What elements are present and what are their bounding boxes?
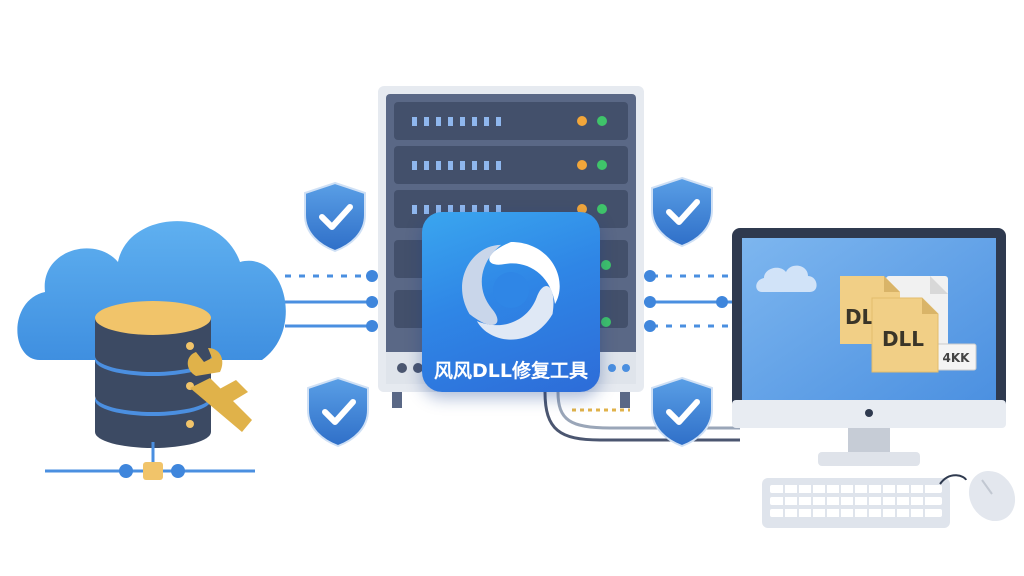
keyboard-icon — [762, 478, 950, 528]
left-network-nodes — [366, 270, 378, 332]
server-cables — [543, 391, 740, 442]
mouse-icon — [939, 470, 1016, 522]
shield-check-icon — [304, 181, 366, 253]
server-unit — [394, 146, 628, 184]
swirl-logo-icon — [462, 242, 560, 340]
cloud-icon — [756, 265, 817, 292]
right-network-nodes — [644, 270, 728, 332]
left-network-lines — [285, 274, 380, 328]
shield-check-icon — [307, 376, 369, 448]
dll-file-label: DLL — [882, 327, 924, 351]
cloud-icon — [17, 221, 286, 360]
dll-file-icon: DLL — [871, 297, 939, 373]
server-unit — [394, 102, 628, 140]
file-size-label: 4KK — [943, 351, 971, 365]
database-network-line — [45, 442, 255, 480]
app-title: 风风DLL修复工具 — [434, 360, 588, 382]
shield-check-icon — [651, 176, 713, 248]
wrench-icon — [187, 348, 252, 432]
app-logo: 风风DLL修复工具 — [422, 212, 600, 392]
database-icon — [95, 301, 211, 448]
shield-check-icon — [651, 376, 713, 448]
